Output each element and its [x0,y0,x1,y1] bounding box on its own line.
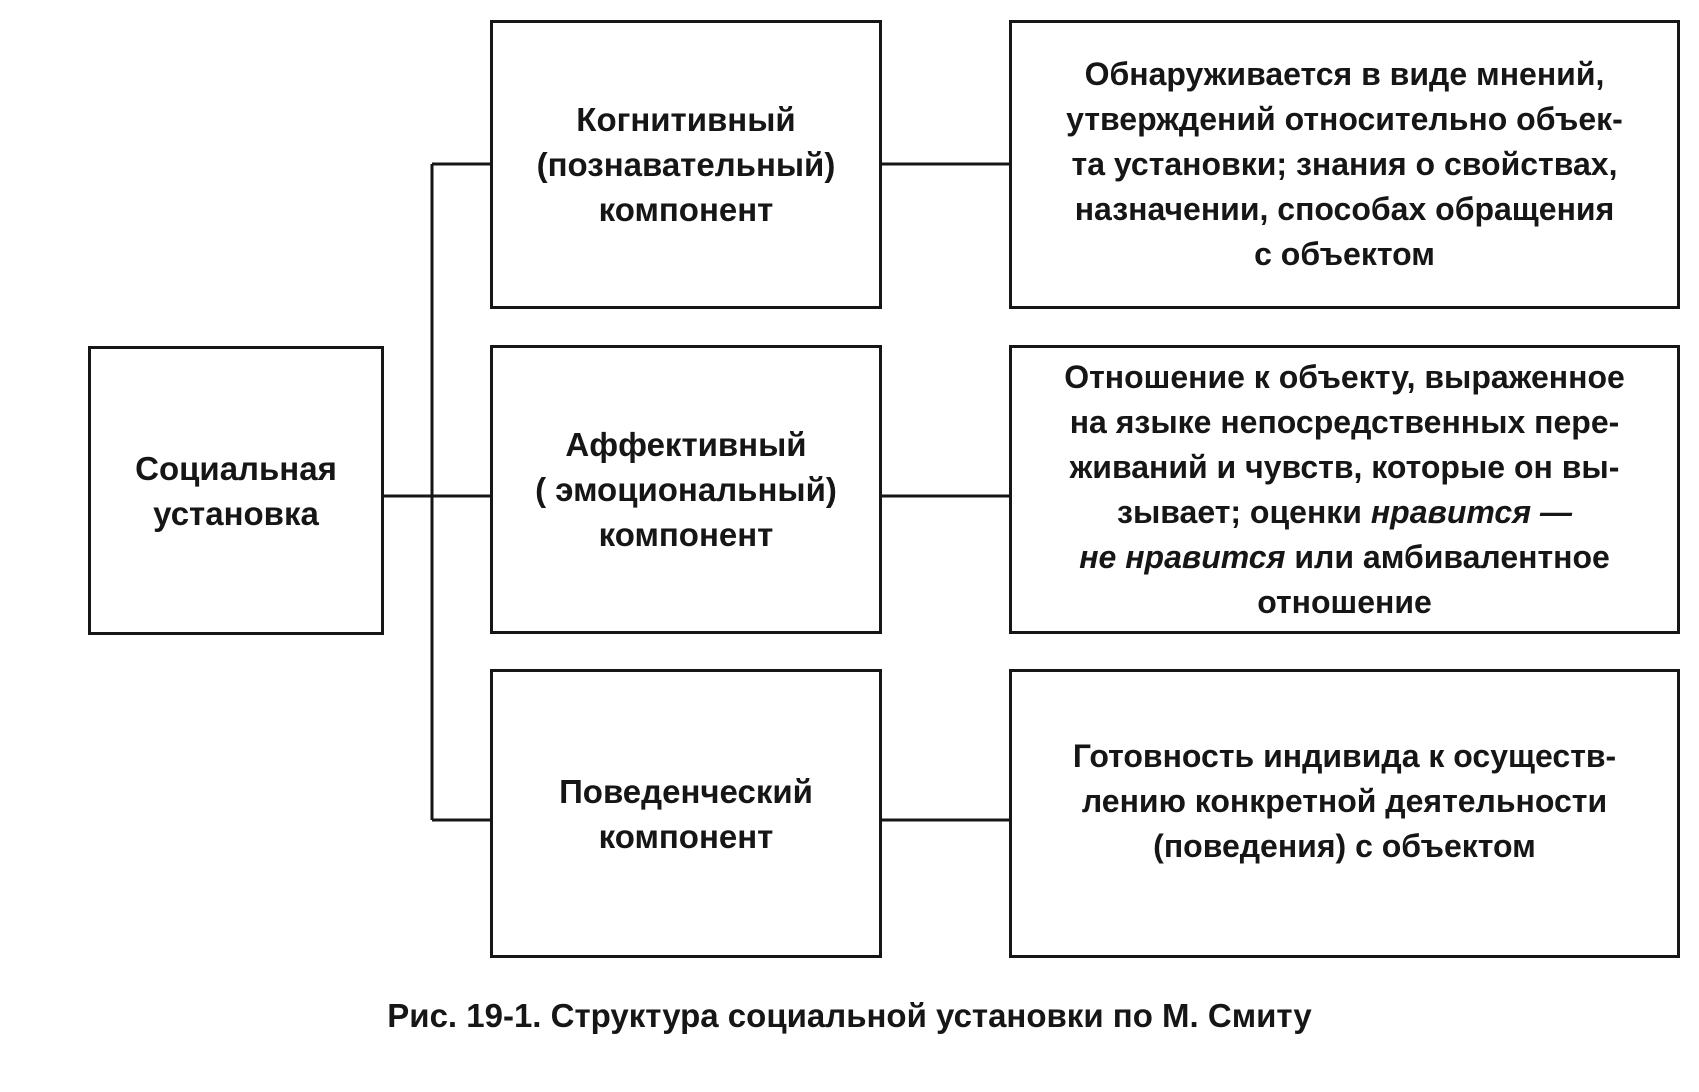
cognitive-description-line-3: та установки; знания о свойствах, [1071,146,1618,182]
root-label-line-1: Социальная [135,449,337,487]
component-box-affective: Аффективный ( эмоциональный) компонент [490,345,882,634]
figure-caption: Рис. 19-1. Структура социальной установк… [387,997,1312,1034]
behavioral-description-line-1: Готовность индивида к осуществ- [1072,738,1617,774]
cognitive-description-line-4: назначении, способах обращения [1074,191,1615,227]
description-box-cognitive: Обнаруживается в виде мнений, утверждени… [1009,20,1680,309]
affective-description-line-2: на языке непосредственных пере- [1069,403,1620,440]
affective-description-line-5-italic: не нравится [1079,538,1286,575]
cognitive-label-line-1: Когнитивный [576,101,796,138]
cognitive-description-line-1: Обнаруживается в виде мнений, [1084,56,1605,92]
cognitive-label-line-2: (познавательный) [536,146,836,183]
cognitive-description-line-5: с объектом [1254,236,1435,272]
description-box-affective: Отношение к объекту, выраженное на языке… [1009,345,1680,634]
affective-label-line-2: ( эмоциональный) [535,471,837,508]
root-box-social-attitude: Социальная установка [88,346,384,635]
behavioral-description-line-2: лению конкретной деятельности [1081,783,1608,819]
affective-label-line-3: компонент [598,516,774,553]
cognitive-label-line-3: компонент [598,191,774,228]
affective-description-line-6: отношение [1257,583,1432,620]
description-box-behavioral: Готовность индивида к осуществ- лению ко… [1009,669,1680,958]
component-box-behavioral: Поведенческий компонент [490,669,882,958]
affective-label-line-1: Аффективный [565,426,807,463]
affective-description-line-5-plain: или амбивалентное [1285,538,1610,575]
affective-description-line-5: не нравится или амбивалентное [1079,535,1610,580]
behavioral-label-line-1: Поведенческий [559,772,813,810]
affective-description-line-3: живаний и чувств, которые он вы- [1069,448,1620,485]
behavioral-label-line-2: компонент [598,817,774,855]
root-label-line-2: установка [153,494,319,532]
affective-description-line-4-italic: нравится — [1370,493,1572,530]
behavioral-description-line-3: (поведения) с объектом [1153,828,1536,864]
affective-description-line-4: зывает; оценки нравится — [1117,490,1572,535]
cognitive-description-line-2: утверждений относительно объек- [1066,101,1623,137]
affective-description-line-4-plain: зывает; оценки [1117,493,1371,530]
component-box-cognitive: Когнитивный (познавательный) компонент [490,20,882,309]
affective-description-line-1: Отношение к объекту, выраженное [1064,358,1625,395]
